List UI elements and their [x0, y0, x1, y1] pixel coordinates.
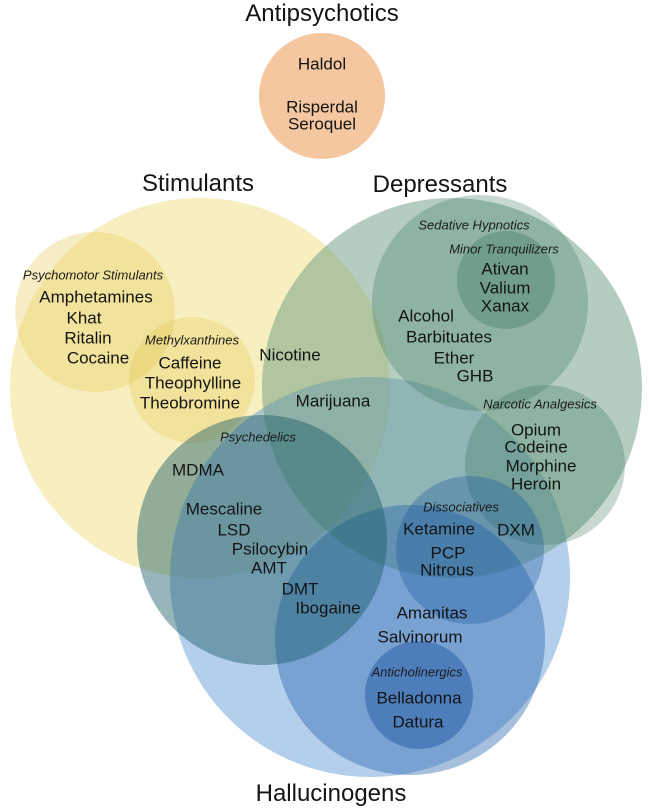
- label-item-nicotine: Nicotine: [259, 345, 321, 365]
- label-group-narcotic-analgesics: Narcotic Analgesics: [483, 396, 597, 412]
- label-item-psilocybin: Psilocybin: [231, 539, 309, 559]
- label-item-amphetamines: Amphetamines: [39, 287, 153, 307]
- circle-psychomotor-stimulants: [15, 232, 175, 392]
- circle-anticholinergics: [365, 641, 473, 749]
- circle-psychedelics: [137, 415, 387, 665]
- label-item-ghb: GHB: [456, 366, 494, 386]
- label-item-seroquel: Seroquel: [287, 114, 357, 134]
- label-item-salvinorum: Salvinorum: [377, 627, 463, 647]
- label-item-heroin: Heroin: [510, 474, 562, 494]
- label-item-nitrous: Nitrous: [420, 560, 474, 580]
- circle-antipsychotics: [259, 33, 385, 159]
- label-group-methylxanthines: Methylxanthines: [145, 332, 239, 348]
- label-item-haldol: Haldol: [297, 54, 347, 74]
- label-item-ether: Ether: [433, 348, 475, 368]
- label-item-lsd: LSD: [217, 520, 251, 540]
- label-item-theobromine: Theobromine: [139, 393, 241, 413]
- title-hallucinogens: Hallucinogens: [255, 780, 407, 807]
- label-item-morphine: Morphine: [505, 456, 577, 476]
- label-item-mdma: MDMA: [172, 460, 224, 480]
- title-stimulants: Stimulants: [141, 170, 255, 197]
- label-group-minor-tranquilizers: Minor Tranquilizers: [449, 241, 559, 257]
- label-item-datura: Datura: [392, 712, 444, 732]
- title-depressants: Depressants: [372, 171, 508, 198]
- label-item-dmt: DMT: [281, 579, 319, 599]
- circle-hallucinogens-inner: [275, 505, 545, 775]
- label-item-theophylline: Theophylline: [144, 373, 242, 393]
- label-group-sedative-hypnotics: Sedative Hypnotics: [418, 217, 530, 233]
- label-item-pcp: PCP: [430, 543, 466, 563]
- circle-narcotic-analgesics: [465, 385, 625, 545]
- title-antipsychotics: Antipsychotics: [245, 0, 399, 27]
- label-item-dxm: DXM: [497, 520, 535, 540]
- label-item-xanax: Xanax: [480, 296, 530, 316]
- circle-methylxanthines: [129, 317, 255, 443]
- circle-dissociatives: [396, 476, 544, 624]
- label-item-ritalin: Ritalin: [64, 328, 112, 348]
- label-item-ketamine: Ketamine: [403, 519, 475, 539]
- label-item-marijuana: Marijuana: [295, 391, 371, 411]
- label-item-caffeine: Caffeine: [158, 353, 222, 373]
- label-group-anticholinergics: Anticholinergics: [371, 664, 463, 680]
- label-item-mescaline: Mescaline: [185, 499, 263, 519]
- label-item-ativan: Ativan: [481, 259, 529, 279]
- label-item-alcohol: Alcohol: [398, 306, 454, 326]
- label-group-psychedelics: Psychedelics: [220, 429, 296, 445]
- label-item-khat: Khat: [66, 308, 102, 328]
- label-item-barbituates: Barbituates: [406, 327, 492, 347]
- circle-minor-tranquilizers: [457, 231, 555, 329]
- label-group-dissociatives: Dissociatives: [423, 499, 499, 515]
- circle-sedative-hypnotics: [372, 195, 588, 411]
- label-item-amt: AMT: [251, 558, 287, 578]
- label-item-cocaine: Cocaine: [66, 348, 130, 368]
- label-item-risperdal: Risperdal: [286, 97, 358, 117]
- label-item-amanitas: Amanitas: [396, 603, 468, 623]
- circle-depressants: [262, 198, 642, 578]
- label-item-ibogaine: Ibogaine: [295, 598, 361, 618]
- label-group-psychomotor-stimulants: Psychomotor Stimulants: [22, 267, 164, 283]
- label-item-belladonna: Belladonna: [376, 688, 462, 708]
- label-item-codeine: Codeine: [504, 437, 568, 457]
- label-item-valium: Valium: [479, 278, 531, 298]
- label-item-opium: Opium: [510, 420, 562, 440]
